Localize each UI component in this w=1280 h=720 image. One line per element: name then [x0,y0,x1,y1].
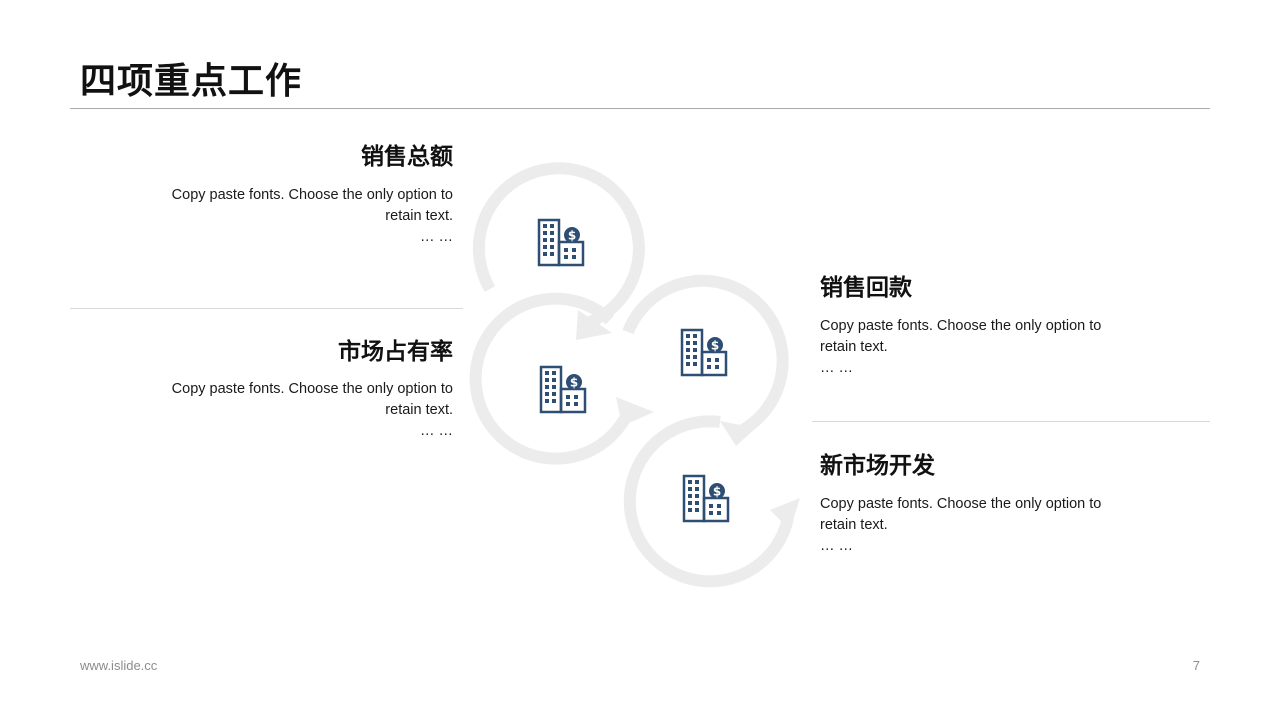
item-heading: 销售回款 [820,275,912,301]
item-text: Copy paste fonts. Choose the only option… [820,496,1102,533]
item-heading: 新市场开发 [820,453,935,479]
svg-text:$: $ [570,376,578,390]
item-sales-collection: 销售回款 Copy paste fonts. Choose the only o… [820,273,1120,379]
building-dollar-icon: $ [537,218,585,267]
page-title: 四项重点工作 [80,61,303,102]
left-divider [70,308,463,309]
item-text: Copy paste fonts. Choose the only option… [171,187,453,224]
cycle-ring-1 [472,162,645,328]
item-market-share: 市场占有率 Copy paste fonts. Choose the only … [153,337,453,442]
item-ellipsis: … … [419,229,453,245]
svg-text:$: $ [711,339,719,353]
cycle-ring-4 [623,415,794,588]
svg-text:$: $ [568,229,576,243]
right-divider [812,421,1210,422]
item-ellipsis: … … [419,423,453,439]
item-new-market: 新市场开发 Copy paste fonts. Choose the only … [820,451,1120,557]
item-sales-total: 销售总额 Copy paste fonts. Choose the only o… [153,142,453,248]
item-heading: 市场占有率 [338,339,453,365]
cycle-arrow-2 [616,397,654,426]
building-dollar-icon: $ [680,328,728,377]
cycle-arrow-4 [770,498,800,530]
cycle-ring-2 [469,292,636,465]
cycle-arrow-1 [576,310,612,340]
building-dollar-icon: $ [539,365,587,414]
page-number: 7 [1192,658,1200,673]
item-text: Copy paste fonts. Choose the only option… [820,318,1102,355]
item-heading: 销售总额 [361,144,453,170]
item-ellipsis: … … [820,360,854,376]
item-text: Copy paste fonts. Choose the only option… [171,381,453,418]
cycle-ring-3 [622,274,789,440]
cycle-diagram [469,162,800,588]
cycle-arrow-3 [720,421,756,446]
item-ellipsis: … … [820,538,854,554]
footer-url[interactable]: www.islide.cc [80,658,158,673]
building-dollar-icon: $ [682,474,730,523]
title-divider [70,108,1210,109]
svg-text:$: $ [713,485,721,499]
